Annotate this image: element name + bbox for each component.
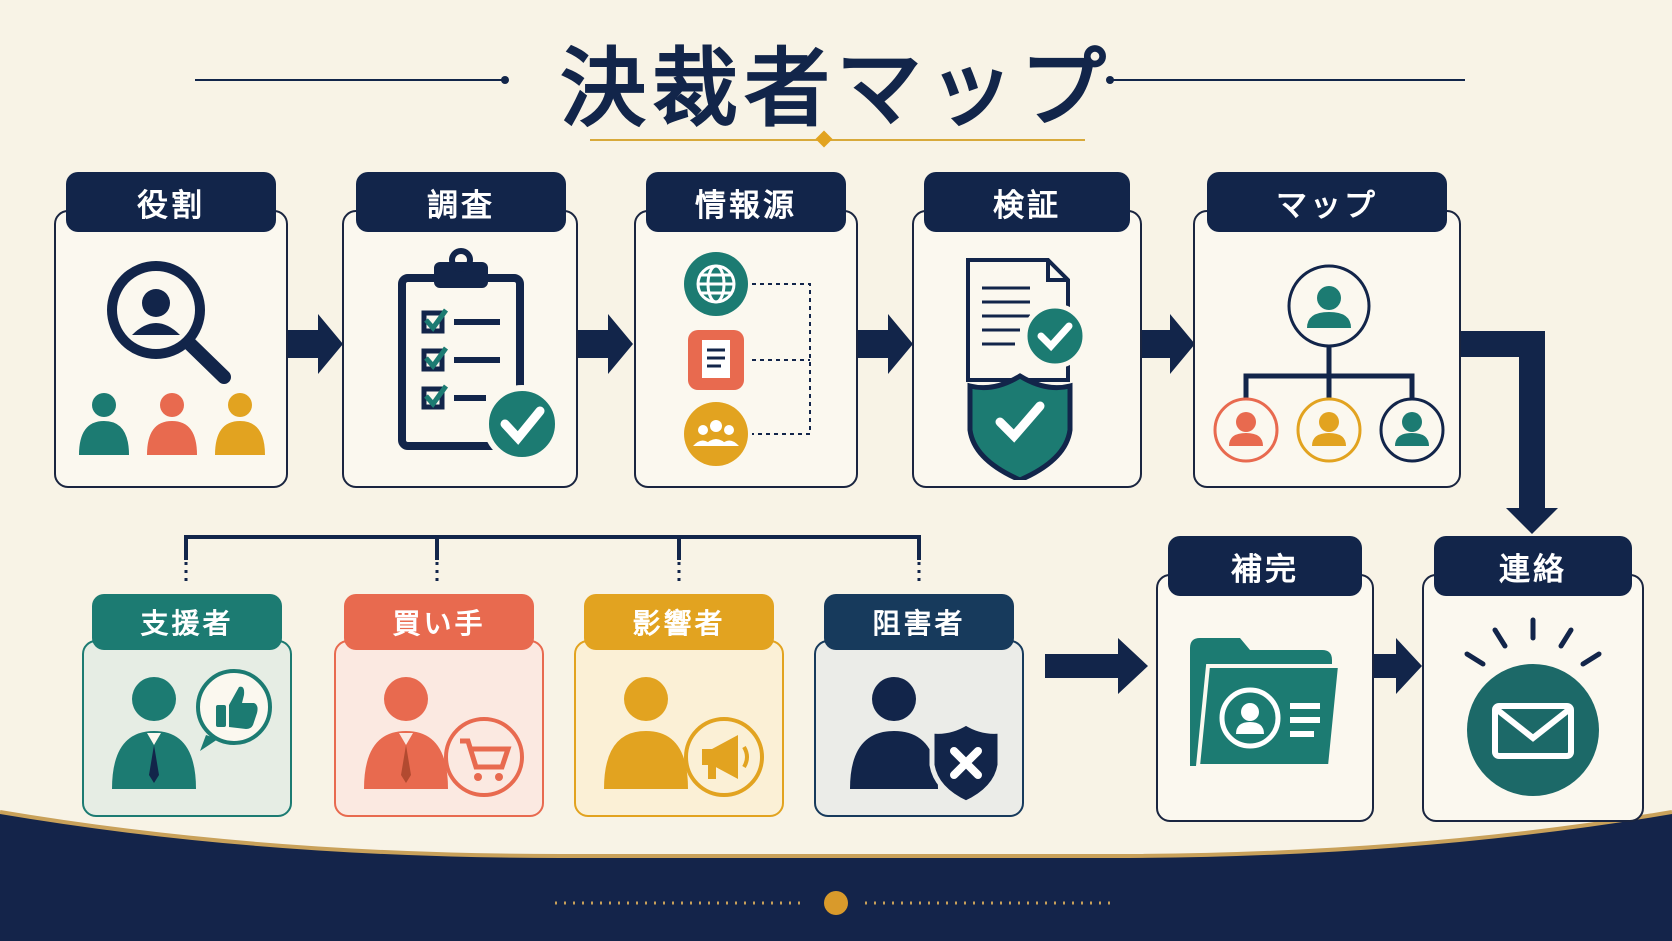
role-tab-influencer: 影響者 bbox=[584, 594, 774, 650]
page-title: 決裁者マップ bbox=[560, 39, 1112, 139]
step-tab-research: 調査 bbox=[356, 172, 566, 232]
step-tab-sources: 情報源 bbox=[646, 172, 846, 232]
step-tab-role: 役割 bbox=[66, 172, 276, 232]
step-tab-map: マップ bbox=[1207, 172, 1447, 232]
step-tab-contact: 連絡 bbox=[1434, 536, 1632, 596]
step-tab-verify: 検証 bbox=[924, 172, 1130, 232]
blocked-shield-icon bbox=[850, 677, 1003, 805]
mail-icon bbox=[1464, 617, 1602, 796]
org-chart-icon bbox=[1213, 264, 1445, 463]
role-tab-buyer: 買い手 bbox=[344, 594, 534, 650]
step-tab-complement: 補完 bbox=[1168, 536, 1362, 596]
cart-icon bbox=[364, 677, 524, 797]
role-tab-supporter: 支援者 bbox=[92, 594, 282, 650]
role-tab-blocker: 阻害者 bbox=[824, 594, 1014, 650]
checklist-icon bbox=[398, 248, 561, 458]
search-person-icon bbox=[79, 261, 265, 455]
thumbs-up-icon bbox=[112, 669, 272, 789]
verified-document-icon bbox=[966, 258, 1088, 480]
sources-icon bbox=[684, 252, 811, 466]
megaphone-icon bbox=[604, 677, 764, 797]
contact-folder-icon bbox=[1190, 638, 1343, 768]
